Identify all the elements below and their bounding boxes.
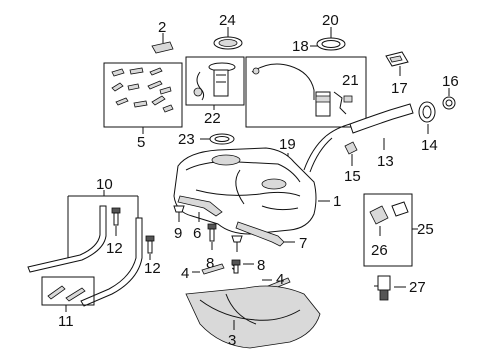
callout-19: 19 bbox=[279, 136, 296, 153]
callout-12a: 12 bbox=[106, 240, 123, 257]
part-4-strip-a bbox=[192, 263, 225, 275]
callout-6: 6 bbox=[193, 225, 201, 242]
part-14-fuel-cap bbox=[418, 101, 436, 134]
callout-24: 24 bbox=[219, 12, 236, 29]
part-9-clip-b bbox=[231, 235, 243, 252]
callout-8b: 8 bbox=[257, 257, 265, 274]
part-15-bracket bbox=[344, 141, 358, 166]
part-6-bracket bbox=[177, 195, 223, 222]
callout-4b: 4 bbox=[276, 271, 284, 288]
callout-16: 16 bbox=[442, 73, 459, 90]
part-24-gasket-ring bbox=[213, 27, 243, 50]
callout-22: 22 bbox=[204, 110, 221, 127]
callout-27: 27 bbox=[409, 279, 426, 296]
callout-14: 14 bbox=[421, 137, 438, 154]
part-12-bolt-a bbox=[111, 207, 121, 236]
part-16-seal bbox=[442, 88, 456, 110]
callout-23: 23 bbox=[178, 131, 195, 148]
part-2-clip bbox=[151, 33, 174, 54]
callout-2: 2 bbox=[158, 19, 166, 36]
callout-12b: 12 bbox=[144, 260, 161, 277]
callout-4a: 4 bbox=[181, 265, 189, 282]
part-12-bolt-b bbox=[145, 235, 155, 260]
callout-13: 13 bbox=[377, 153, 394, 170]
part-20-lock-ring bbox=[316, 27, 346, 51]
part-1-fuel-tank bbox=[173, 147, 330, 235]
callout-5: 5 bbox=[137, 134, 145, 151]
part-8-bolt-b bbox=[231, 259, 254, 274]
callout-21: 21 bbox=[342, 72, 359, 89]
callout-9a: 9 bbox=[174, 225, 182, 242]
part-11-kit-box bbox=[41, 276, 95, 312]
callout-15: 15 bbox=[344, 168, 361, 185]
callout-25: 25 bbox=[417, 221, 434, 238]
callout-7: 7 bbox=[299, 235, 307, 252]
part-13-filler-pipe bbox=[303, 103, 414, 173]
part-7-bracket bbox=[235, 221, 295, 247]
callout-17: 17 bbox=[391, 80, 408, 97]
callout-11: 11 bbox=[58, 313, 74, 330]
callout-3: 3 bbox=[228, 332, 236, 349]
part-25-module-box bbox=[363, 193, 418, 267]
part-8-bolt-a bbox=[207, 223, 217, 250]
part-23-gasket bbox=[200, 133, 235, 145]
part-27-sensor bbox=[374, 275, 406, 301]
callout-20: 20 bbox=[322, 12, 339, 29]
part-9-clip-a bbox=[173, 205, 185, 222]
part-21-sender-box bbox=[245, 56, 367, 128]
part-17-filler-door bbox=[385, 51, 409, 76]
part-5-kit-box bbox=[103, 62, 183, 134]
part-10-tank-straps bbox=[27, 190, 143, 307]
part-22-fuel-pump-box bbox=[185, 56, 245, 110]
callout-10: 10 bbox=[96, 176, 113, 193]
part-3-heat-shield bbox=[185, 285, 321, 349]
callout-26: 26 bbox=[371, 242, 388, 259]
callout-18: 18 bbox=[292, 38, 309, 55]
callout-8a: 8 bbox=[206, 255, 214, 272]
callout-1: 1 bbox=[333, 193, 341, 210]
